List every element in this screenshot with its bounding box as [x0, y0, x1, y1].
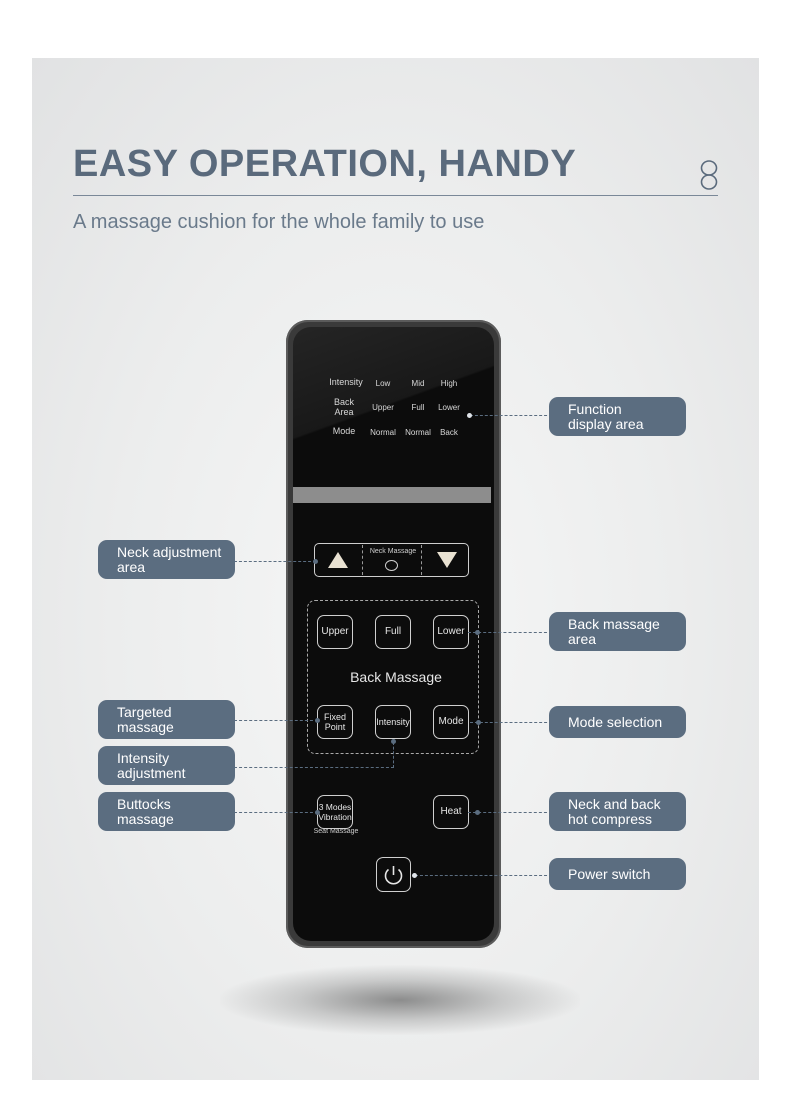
leader-targeted-massage: [234, 720, 318, 721]
display-mode-normal-2: Normal: [405, 428, 431, 437]
intensity-button[interactable]: Intensity: [375, 705, 411, 739]
callout-neck-adjustment: Neck adjustment area: [98, 540, 235, 579]
upper-button[interactable]: Upper: [317, 615, 353, 649]
display-mode-label: Mode: [332, 426, 356, 436]
power-button[interactable]: [376, 857, 411, 892]
callout-mode-selection: Mode selection: [549, 706, 686, 738]
leader-neck-back-compress: [468, 812, 552, 813]
down-arrow-icon[interactable]: [437, 552, 457, 568]
seat-massage-label: Seat Massage: [313, 828, 359, 835]
callout-targeted-massage: Targeted massage: [98, 700, 235, 739]
neck-icon[interactable]: [385, 560, 398, 571]
neck-bar-divider-right: [421, 545, 422, 575]
display-mode-back: Back: [440, 428, 458, 437]
callout-mode-selection-text: Mode selection: [568, 713, 663, 730]
page-title: EASY OPERATION, HANDY: [73, 143, 577, 185]
leader-dot-targeted-massage: [315, 718, 320, 723]
leader-function-display: [470, 415, 552, 416]
leader-intensity-adjustment: [234, 767, 394, 768]
leader-dot-neck-back-compress: [475, 810, 480, 815]
callout-neck-back-compress-text: Neck and back hot compress: [568, 795, 661, 827]
leader-buttocks-massage: [234, 812, 318, 813]
mode-button[interactable]: Mode: [433, 705, 469, 739]
power-icon: [384, 866, 403, 885]
display-back-area-upper: Upper: [372, 403, 394, 412]
leader-mode-selection: [470, 722, 552, 723]
leader-dot-mode-selection: [476, 720, 481, 725]
callout-neck-adjustment-text: Neck adjustment area: [117, 543, 222, 575]
display-back-area-lower: Lower: [438, 403, 460, 412]
callout-buttocks-massage-text: Buttocks massage: [117, 795, 174, 827]
callout-intensity-adjustment: Intensity adjustment: [98, 746, 235, 785]
leader-dot-function-display: [467, 413, 472, 418]
full-button[interactable]: Full: [375, 615, 411, 649]
leader-dot-buttocks-massage: [315, 810, 320, 815]
neck-bar-divider-left: [362, 545, 363, 575]
callout-power-switch: Power switch: [549, 858, 686, 890]
display-mode-normal-1: Normal: [370, 428, 396, 437]
callout-function-display: Function display area: [549, 397, 686, 436]
remote-shadow: [220, 965, 580, 1035]
up-arrow-icon[interactable]: [328, 552, 348, 568]
title-divider: [73, 195, 718, 196]
display-intensity-high: High: [440, 379, 458, 388]
leader-dot-neck-adjustment: [313, 559, 318, 564]
neck-massage-label: Neck Massage: [369, 548, 417, 555]
leader-dot-intensity: [391, 739, 396, 744]
infinity-loop-icon: [700, 160, 718, 190]
callout-neck-back-compress: Neck and back hot compress: [549, 792, 686, 831]
display-back-area-full: Full: [411, 403, 425, 412]
heat-button[interactable]: Heat: [433, 795, 469, 829]
display-back-area-label: Back Area: [333, 397, 354, 417]
fixed-point-button[interactable]: Fixed Point: [317, 705, 353, 739]
display-intensity-label: Intensity: [329, 377, 363, 387]
vibration-button[interactable]: 3 Modes Vibration: [317, 795, 353, 829]
display-divider-stripe: [293, 487, 491, 503]
callout-buttocks-massage: Buttocks massage: [98, 792, 235, 831]
display-intensity-low: Low: [375, 379, 391, 388]
leader-power-switch: [415, 875, 552, 876]
leader-dot-power-switch: [412, 873, 417, 878]
callout-back-massage-text: Back massage area: [568, 615, 660, 647]
lower-button[interactable]: Lower: [433, 615, 469, 649]
callout-back-massage: Back massage area: [549, 612, 686, 651]
screen-glare: [293, 327, 494, 497]
callout-intensity-adjustment-text: Intensity adjustment: [117, 749, 186, 781]
callout-power-switch-text: Power switch: [568, 865, 651, 882]
callout-targeted-massage-text: Targeted massage: [117, 703, 174, 735]
leader-neck-adjustment: [234, 561, 316, 562]
leader-intensity-vertical: [393, 742, 394, 768]
back-massage-label: Back Massage: [350, 669, 442, 685]
leader-back-massage: [468, 632, 552, 633]
page-subtitle: A massage cushion for the whole family t…: [73, 211, 485, 233]
display-intensity-mid: Mid: [411, 379, 425, 388]
leader-dot-back-massage: [475, 630, 480, 635]
callout-function-display-text: Function display area: [568, 400, 644, 432]
